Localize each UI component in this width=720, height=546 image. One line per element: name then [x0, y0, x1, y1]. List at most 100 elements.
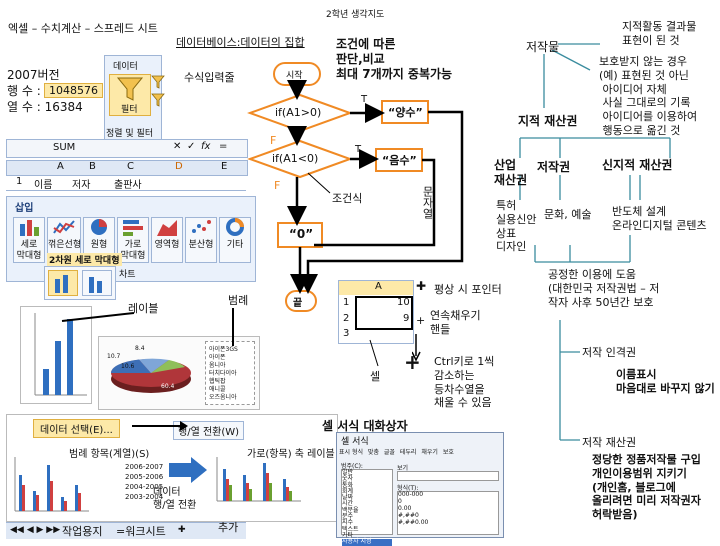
- rows-label: 행 수 :: [7, 84, 41, 98]
- fill-col-a[interactable]: A: [375, 281, 382, 292]
- col-header-c[interactable]: C: [127, 161, 134, 172]
- dialog-tab[interactable]: 맞춤: [367, 449, 379, 456]
- series-year: 2006-2007: [125, 463, 164, 471]
- scatter-chart-button[interactable]: 분산형: [185, 217, 217, 263]
- excel-heading: 엑셀 – 수치계산 – 스프레드 시트: [8, 22, 158, 35]
- category-item[interactable]: 회계: [342, 487, 354, 495]
- category-item[interactable]: 기타: [342, 531, 354, 539]
- chart-subtype-tiles: [44, 266, 116, 300]
- fill-row-2-val[interactable]: 9: [403, 313, 410, 324]
- column-chart-sample: [20, 306, 92, 404]
- data-tab[interactable]: 데이터: [113, 62, 138, 72]
- dialog-tab[interactable]: 표시 형식: [339, 449, 363, 456]
- other-chart-button[interactable]: 기타: [219, 217, 251, 263]
- category-item[interactable]: 지수: [342, 519, 354, 527]
- area-chart-label: 영역형: [154, 239, 180, 250]
- subtype-stacked[interactable]: [82, 270, 112, 296]
- fill-row-1-val[interactable]: 10: [397, 297, 410, 308]
- category-item[interactable]: 시간: [342, 500, 354, 508]
- sheet-nav-arrows[interactable]: ◀◀ ◀ ▶ ▶▶: [10, 525, 61, 535]
- condition-1: if(A1>0): [275, 106, 322, 119]
- column-chart-icon: [20, 220, 39, 236]
- row1-number: 1: [16, 176, 23, 187]
- formula-bar: SUM fx = ✕ ✓: [6, 139, 248, 158]
- category-item[interactable]: 사용자 지정: [342, 538, 392, 546]
- cancel-icon[interactable]: ✕: [173, 141, 182, 152]
- sheet-tab-work[interactable]: 작업용지: [62, 525, 103, 538]
- condition-label: 조건식: [332, 192, 363, 205]
- check-icon[interactable]: ✓: [187, 141, 196, 152]
- category-item[interactable]: 날짜: [342, 494, 354, 502]
- sheet-tab-worksheet[interactable]: =워크시트: [116, 525, 166, 538]
- formula-input[interactable]: =: [219, 141, 228, 152]
- category-item[interactable]: 텍스트: [342, 525, 359, 533]
- pie-legend-item: 아이폰: [209, 354, 226, 361]
- bar-chart-label: 가로 막대형: [120, 239, 146, 262]
- subtype-clustered[interactable]: [48, 270, 78, 296]
- property-rights: 저작 재산권: [582, 436, 637, 449]
- name-box[interactable]: SUM: [53, 142, 76, 153]
- row1-name[interactable]: 이름: [34, 180, 53, 191]
- series-year: 2003-2004: [125, 493, 164, 501]
- select-data-button[interactable]: 데이터 선택(E)...: [33, 419, 120, 438]
- industrial-node: 산업 재산권: [494, 158, 528, 187]
- donut-chart-icon: [226, 218, 244, 236]
- drag-arrow: [412, 334, 421, 362]
- row1-author[interactable]: 저자: [72, 180, 91, 191]
- pie-label-3: 10.6: [121, 363, 135, 370]
- dialog-tab[interactable]: 테두리: [399, 449, 417, 456]
- series-year: 2005-2006: [125, 473, 164, 481]
- column-chart-label: 세로 막대형: [16, 239, 42, 262]
- col-header-b[interactable]: B: [89, 161, 96, 172]
- bar-chart-icon: [123, 220, 143, 236]
- category-item[interactable]: 백분율: [342, 506, 359, 514]
- dialog-tab[interactable]: 채우기: [421, 449, 438, 456]
- database-note: 데이터베이스:데이터의 집합: [176, 36, 305, 49]
- pie-chart-sample: 10.7 8.4 10.6 60.4 아이폰3GS 아이폰 옴니아 터치다이아 …: [98, 336, 260, 410]
- label-pointer: [61, 312, 135, 322]
- category-item[interactable]: 일반: [342, 469, 354, 476]
- format-item[interactable]: #,##0.00: [398, 518, 429, 526]
- format-item[interactable]: #,##0: [398, 511, 419, 519]
- cell-pointer: [369, 339, 379, 367]
- dialog-format-list[interactable]: 000-000 0 0.00 #,##0 #,##0.00: [397, 491, 499, 535]
- pie-chart-icon: [91, 219, 107, 235]
- category-item[interactable]: 통화: [342, 481, 354, 489]
- cols-label: 열 수 : 16384: [7, 100, 83, 114]
- unprotected-note: 보호받지 않는 경우 (예) 표현된 것 아닌 아이디어 자체 사실 그대로의 …: [599, 55, 698, 137]
- filter-button[interactable]: 필터: [109, 74, 151, 116]
- fill-handle-icon[interactable]: +: [416, 314, 426, 327]
- clustered-chart-small-1: [14, 457, 89, 512]
- false-label-1: F: [270, 134, 277, 147]
- category-item[interactable]: 숫자: [342, 475, 354, 483]
- col-header-e[interactable]: E: [221, 161, 228, 172]
- pie-label-1: 10.7: [107, 353, 121, 360]
- scatter-chart-icon: [192, 220, 211, 233]
- pie-legend-item: 햅틱팝: [209, 378, 226, 385]
- dialog-tab[interactable]: 보호: [442, 449, 454, 456]
- switch-row-col-button[interactable]: 행/열 전환(W): [173, 421, 245, 440]
- dialog-category-list[interactable]: 일반 숫자 통화 회계 날짜 시간 백분율 분수 지수 텍스트 기타 사용자 지…: [341, 469, 393, 546]
- new-sheet-icon[interactable]: ✚: [178, 525, 186, 535]
- column-chart-button[interactable]: 세로 막대형: [13, 217, 45, 263]
- chart-group-label: 차트: [119, 270, 136, 280]
- format-item[interactable]: 0.00: [398, 504, 412, 512]
- col-header-d[interactable]: D: [175, 161, 183, 172]
- area-chart-button[interactable]: 영역형: [151, 217, 183, 263]
- fx-button[interactable]: fx: [201, 141, 211, 152]
- clustered-chart-small-2: [216, 457, 301, 502]
- dialog-category-label: 범주(C):: [341, 463, 363, 470]
- condition-2: if(A1<0): [272, 152, 319, 165]
- category-item[interactable]: 분수: [342, 513, 354, 521]
- col-header-a[interactable]: A: [57, 161, 64, 172]
- true-label-2: T: [355, 144, 362, 155]
- format-item[interactable]: 000-000: [398, 491, 424, 498]
- bar-chart-button[interactable]: 가로 막대형: [117, 217, 149, 263]
- row1-publisher[interactable]: 출판사: [114, 180, 142, 191]
- pie-legend[interactable]: 아이폰3GS 아이폰 옴니아 터치다이아 햅틱팝 애니콜 오즈옴니아: [205, 341, 255, 405]
- format-item[interactable]: 0: [398, 497, 402, 505]
- insert-tab[interactable]: 삽입: [15, 203, 34, 214]
- moral-rights: 저작 인격권: [582, 346, 637, 359]
- dialog-tab[interactable]: 글꼴: [383, 449, 395, 456]
- clustered-column-icon: [55, 275, 68, 293]
